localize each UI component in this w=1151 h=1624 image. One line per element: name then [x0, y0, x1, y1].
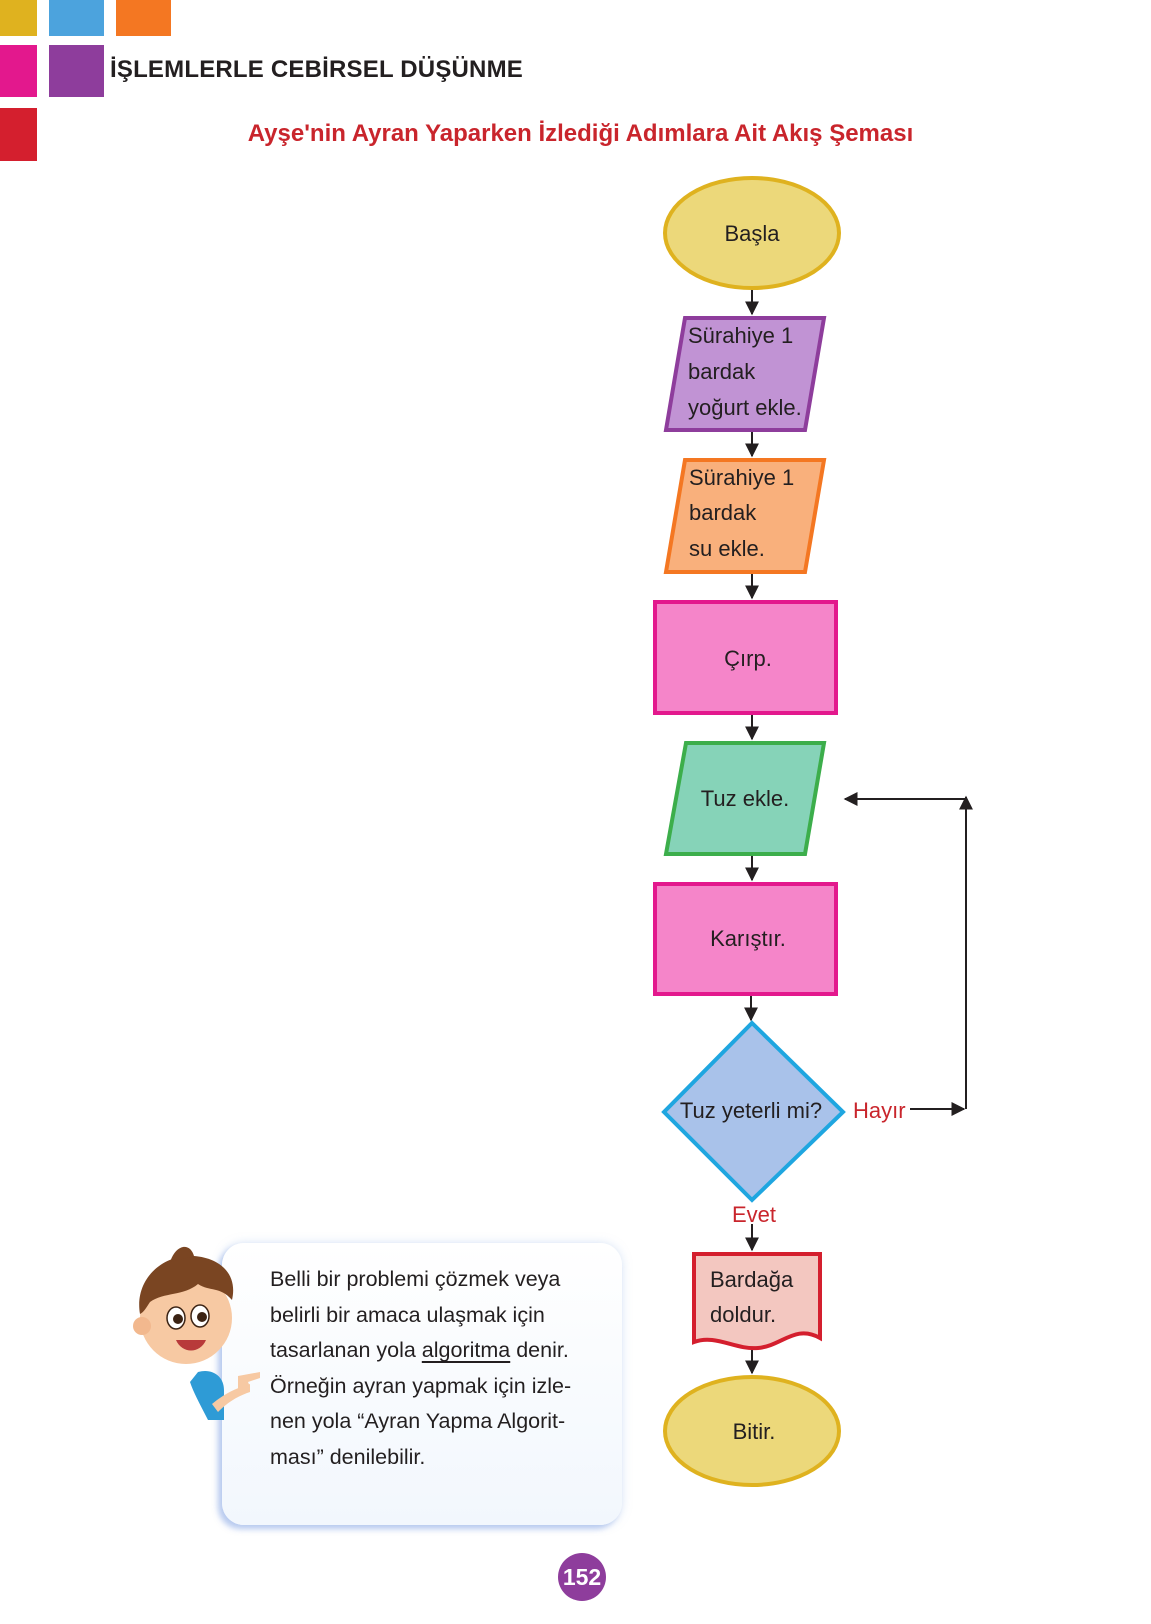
node-step1-line3: yoğurt ekle. — [688, 395, 802, 420]
header-color-square-blue — [49, 0, 104, 36]
node-step5-label: Karıştır. — [710, 926, 786, 951]
node-step4-shape — [663, 741, 827, 856]
definition-term-algoritma: algoritma — [421, 1338, 511, 1362]
boy-character-illustration — [133, 1246, 260, 1420]
definition-line-3-start: tasarlanan yola — [270, 1338, 422, 1362]
section-title: İŞLEMLERLE CEBİRSEL DÜŞÜNME — [110, 56, 523, 83]
flowchart: Başla Sürahiye 1 bardak yoğurt ekle. Sür… — [653, 176, 973, 1487]
definition-line-3-end: denir. — [510, 1338, 569, 1362]
node-start: Başla — [663, 176, 841, 290]
node-step2-line3: su ekle. — [689, 536, 765, 561]
header-color-square-pink — [0, 45, 37, 97]
node-step5-shape — [653, 882, 838, 996]
boy-ear — [133, 1317, 151, 1335]
definition-line-2: belirli bir amaca ulaşmak için — [270, 1302, 545, 1327]
node-step2-line1: Sürahiye 1 — [689, 465, 794, 490]
node-step2-shape — [663, 458, 827, 574]
node-step4: Tuz ekle. — [663, 741, 827, 856]
connectors — [744, 289, 973, 1375]
boy-mouth — [176, 1340, 206, 1351]
node-step2-line2: bardak — [689, 500, 757, 525]
edge-label-no: Hayır — [853, 1098, 906, 1123]
boy-pointing-hand — [238, 1372, 260, 1395]
node-step1-shape — [663, 316, 827, 432]
node-decision: Tuz yeterli mi? — [661, 1020, 846, 1203]
node-step4-label: Tuz ekle. — [701, 786, 789, 811]
definition-text: Belli bir problemi çözmek veya belirli b… — [270, 1262, 610, 1475]
node-start-shape — [663, 176, 841, 290]
header-color-square-red — [0, 108, 37, 161]
boy-shirt — [190, 1370, 224, 1420]
definition-line-5: nen yola “Ayran Yapma Algorit- — [270, 1409, 566, 1433]
definition-callout — [222, 1243, 622, 1525]
node-step3: Çırp. — [653, 600, 838, 715]
definition-line-1: Belli bir problemi çözmek veya — [270, 1267, 561, 1291]
node-step6-line2: doldur. — [710, 1302, 776, 1327]
definition-line-4: Örneğin ayran yapmak için izle- — [270, 1373, 572, 1398]
boy-hair — [139, 1255, 234, 1314]
node-step1: Sürahiye 1 bardak yoğurt ekle. — [663, 316, 827, 432]
node-end-shape — [663, 1375, 841, 1487]
header-color-square-purple — [49, 45, 104, 97]
node-step5: Karıştır. — [653, 882, 838, 996]
node-step1-line2: bardak — [688, 359, 756, 384]
node-end: Bitir. — [663, 1375, 841, 1487]
node-step6-line1: Bardağa — [710, 1267, 794, 1292]
header-color-square-orange — [116, 0, 171, 36]
header-color-square-yellow — [0, 0, 37, 36]
node-step2: Sürahiye 1 bardak su ekle. — [663, 458, 827, 574]
node-decision-shape — [661, 1020, 846, 1203]
definition-line-6: ması” denilebilir. — [270, 1444, 426, 1469]
boy-pupil-right — [197, 1312, 207, 1322]
definition-line-3: tasarlanan yola algoritma denir. — [270, 1333, 610, 1369]
node-step3-label: Çırp. — [724, 646, 772, 671]
node-decision-label: Tuz yeterli mi? — [680, 1098, 822, 1123]
node-step6: Bardağa doldur. — [692, 1252, 822, 1351]
flowchart-title: Ayşe'nin Ayran Yaparken İzlediği Adımlar… — [247, 120, 914, 147]
page-number: 152 — [558, 1553, 606, 1601]
node-step6-shape — [692, 1252, 822, 1351]
node-start-label: Başla — [724, 221, 780, 246]
node-end-label: Bitir. — [733, 1419, 776, 1444]
boy-hair-tuft — [170, 1246, 194, 1262]
edge-label-yes: Evet — [732, 1202, 776, 1227]
node-step3-shape — [653, 600, 838, 715]
node-step1-line1: Sürahiye 1 — [688, 323, 793, 348]
boy-pupil-left — [173, 1314, 183, 1324]
